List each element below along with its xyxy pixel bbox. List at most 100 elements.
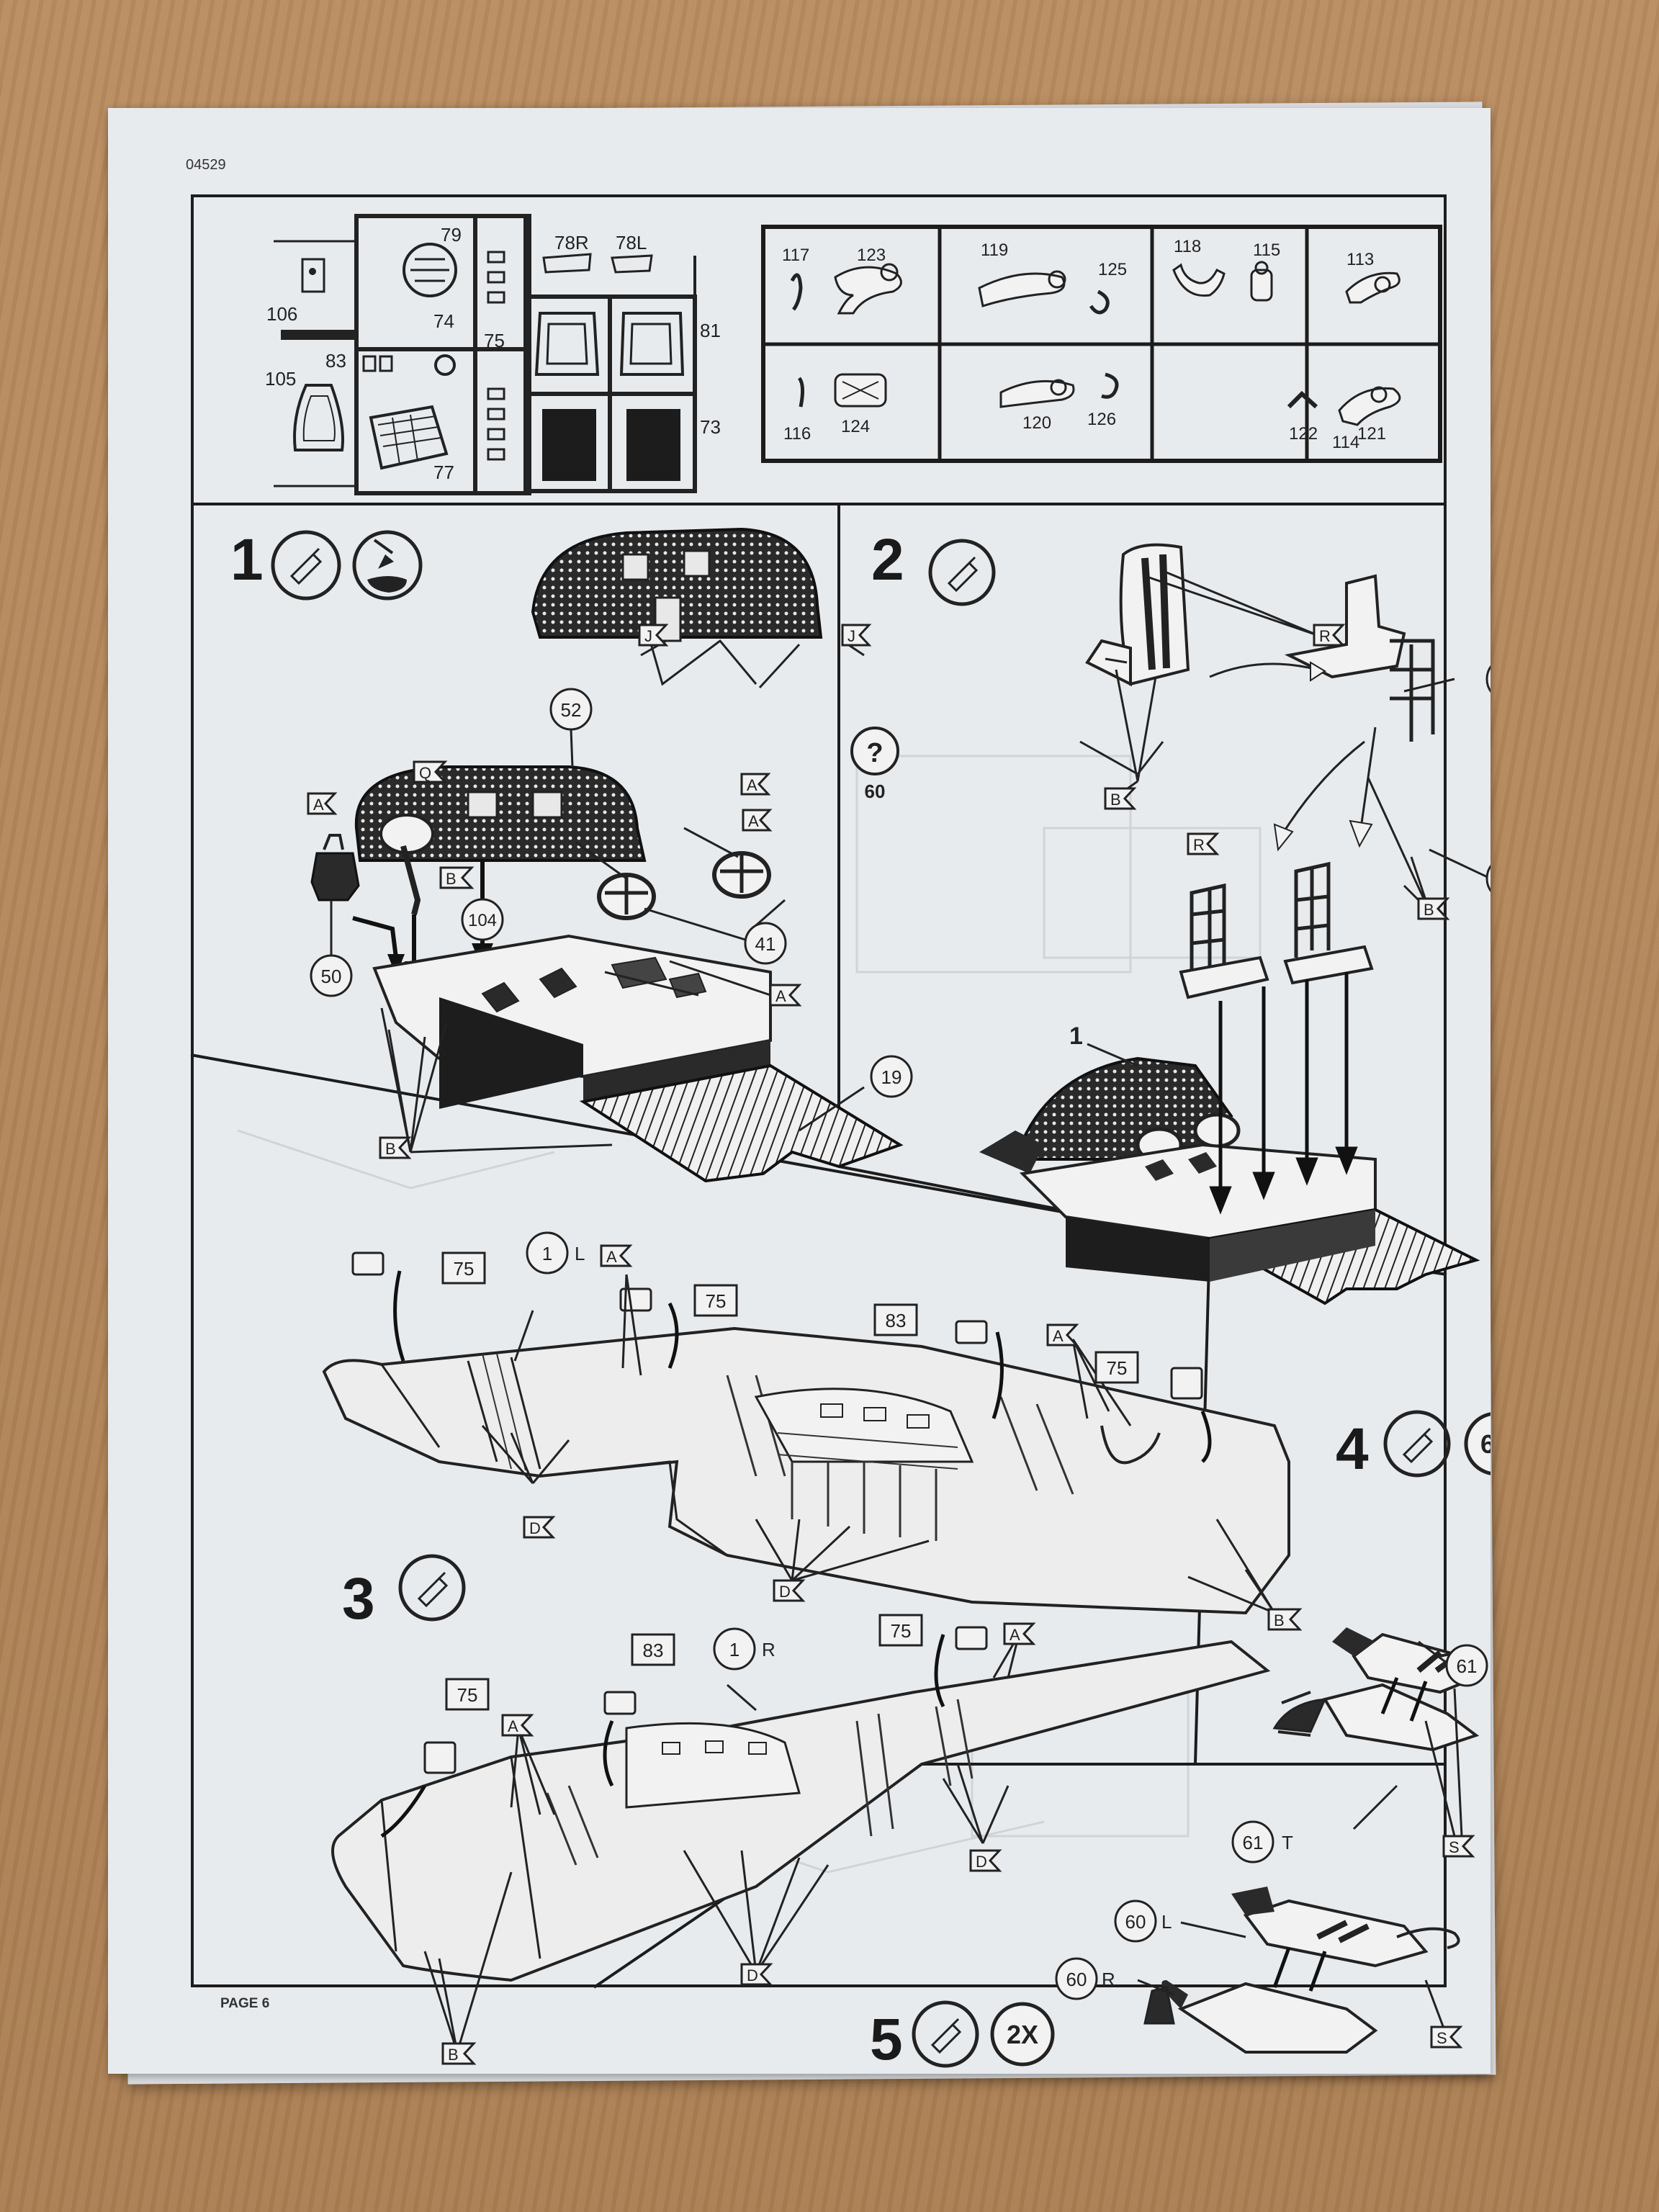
glue-icon [398,1554,466,1622]
part-77: 77 [433,462,454,483]
step-3: 3 [322,1231,1303,2065]
part-121: 121 [1357,424,1386,444]
ref-tag-r-1: R [1313,624,1346,647]
ref-tag-d-3: D [969,1849,1002,1872]
ref-tag-d-4: D [740,1963,773,1986]
ref-tag-b-2: B [1417,897,1450,920]
part-box-75-b: 75 [693,1284,738,1317]
figure-cell-1: 117 123 [782,246,902,315]
svg-text:A: A [606,1248,617,1266]
svg-text:B: B [1110,791,1121,809]
svg-text:B: B [446,870,457,888]
ref-tag-b-2: B [441,2042,477,2065]
part-122: 122 [1289,424,1318,444]
svg-text:S: S [1437,2029,1447,2047]
part-81: 81 [700,320,721,341]
part-callout-61b: 61 B [1445,1644,1488,1687]
figure-cell-5: 116 124 [783,373,887,444]
svg-text:D: D [779,1583,791,1601]
svg-text:A: A [1053,1327,1064,1345]
svg-text:60: 60 [1066,1969,1087,1990]
ref-tag-a-1: A [600,1244,633,1267]
part-78r: 78R [554,232,589,253]
svg-text:83: 83 [886,1310,907,1331]
ref-tag-j-2: J [841,624,872,647]
svg-text:1: 1 [542,1243,552,1264]
bomb-t-label: T [1282,1832,1293,1853]
bomb-l-label: L [1161,1911,1172,1933]
part-126: 126 [1087,410,1116,429]
part-callout-41: 41 [644,907,787,965]
part-119: 119 [981,240,1008,260]
svg-text:A: A [313,796,324,814]
svg-text:J: J [848,627,855,645]
part-75: 75 [484,330,505,351]
part-79: 79 [441,224,462,246]
quantity-badge-2x: 2X [990,2002,1055,2067]
side-r-label: R [762,1639,775,1660]
side-l-label: L [575,1243,585,1264]
page-label: PAGE 6 [220,1996,270,2011]
ref-tag-a-3: A [1003,1622,1036,1645]
part-105: 105 [265,368,296,390]
svg-text:R: R [1193,836,1205,854]
svg-text:D: D [976,1853,987,1871]
svg-text:J: J [644,627,652,645]
step-3-number: 3 [342,1566,375,1632]
part-118: 118 [1174,237,1201,256]
svg-text:75: 75 [457,1684,478,1706]
ref-tag-a-4: A [501,1714,534,1737]
part-124: 124 [841,417,870,436]
svg-text:B: B [1274,1611,1285,1629]
part-box-75-e: 75 [445,1678,490,1711]
ref-tag-s: S [1430,2026,1463,2049]
ref-tag-b-1: B [1104,787,1137,810]
ref-tag-b-1: B [1267,1608,1303,1631]
ref-tag-d-1: D [523,1516,556,1539]
ref-tag-d-2: D [773,1579,806,1602]
ref-tag-j-1: J [638,624,669,647]
svg-text:A: A [1010,1626,1020,1644]
svg-text:52: 52 [561,699,582,721]
part-113: 113 [1346,250,1374,269]
glue-icon [928,539,996,606]
svg-text:A: A [748,812,759,830]
part-box-83-b: 83 [631,1633,675,1666]
part-callout-1r: 1 R [713,1627,775,1671]
part-callout-61t: 61 T [1231,1820,1293,1863]
svg-text:61: 61 [1243,1832,1264,1853]
glue-icon [271,530,341,601]
svg-text:B: B [385,1140,396,1158]
svg-text:83: 83 [643,1640,664,1661]
svg-text:75: 75 [706,1290,727,1312]
part-106: 106 [266,303,297,325]
part-callout-1l: 1 L [526,1231,585,1274]
ref-tag-a-2: A [742,809,773,832]
instruction-sheet: 04529 PAGE 6 [108,108,1491,2074]
step-4-number: 4 [1336,1416,1369,1482]
figure-cell-3: 118 115 [1172,237,1280,302]
ref-tag-r-2: R [1187,832,1220,855]
figure-cell-2: 119 125 [978,240,1127,315]
svg-text:A: A [508,1717,518,1735]
document-code: 04529 [186,157,226,173]
ref-tag-b-2: B [379,1136,412,1159]
question-icon: ? [866,738,883,768]
svg-text:A: A [747,776,757,794]
svg-text:104: 104 [468,911,497,930]
part-callout-60: ? 60 [850,727,899,802]
step-1: 1 [230,527,913,1183]
svg-text:S: S [1449,1838,1460,1856]
part-callout-104: 104 [461,898,504,941]
paint-figure-icon [352,530,423,601]
svg-text:B: B [1424,901,1434,919]
step-2: 2 [871,527,1491,1305]
svg-text:R: R [1319,627,1331,645]
step-5: 5 2X 60 L 60 [870,1887,1463,2072]
svg-text:41: 41 [755,933,776,955]
part-callout-54: 54 [1485,864,1491,893]
svg-text:D: D [747,1966,758,1984]
quantity-badge-6x: 6X [1464,1412,1491,1475]
part-125: 125 [1098,260,1127,279]
step-5-number: 5 [870,2007,903,2072]
